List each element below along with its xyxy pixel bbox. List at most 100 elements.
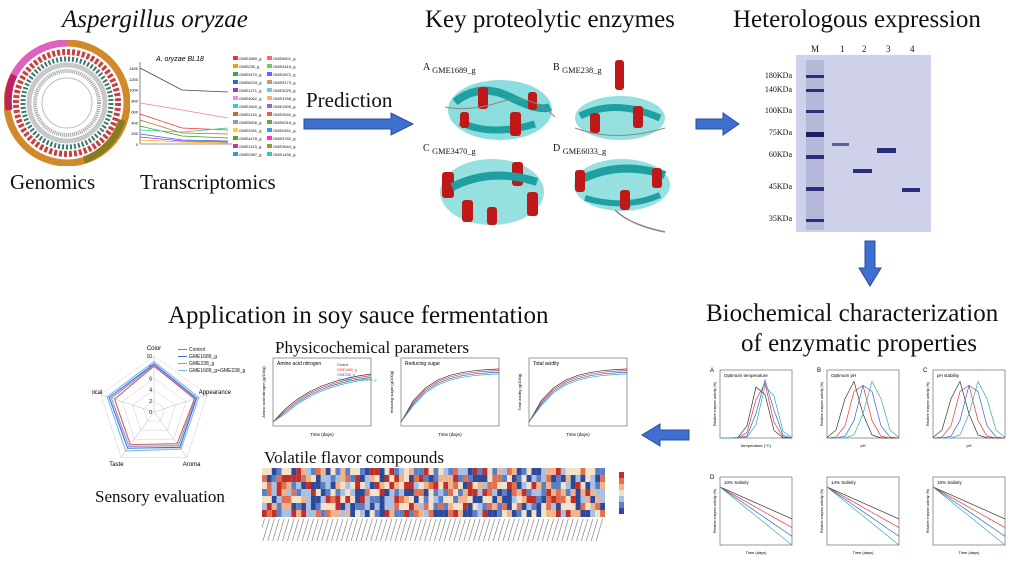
heatmap-cell: [433, 510, 439, 517]
heatmap-cell: [448, 496, 454, 503]
heatmap-cell: [271, 482, 277, 489]
heatmap-cell: [556, 489, 561, 496]
radar-series: [108, 363, 198, 449]
heatmap-xlabel-stub: [590, 518, 598, 542]
heatmap-cell: [389, 482, 395, 489]
heatmap-cell: [497, 496, 503, 503]
heatmap-cell: [286, 482, 292, 489]
heatmap-cell: [472, 496, 478, 503]
heatmap-cell: [418, 503, 424, 510]
heatmap-cell: [330, 489, 336, 496]
tx-ytick: 800: [131, 99, 138, 104]
heatmap-cell: [345, 468, 351, 475]
heatmap-cell: [438, 496, 444, 503]
heatmap-cell: [364, 475, 370, 482]
heatmap-cell: [443, 503, 449, 510]
heatmap-cell: [595, 510, 601, 517]
volatile-title: Volatile flavor compounds: [264, 448, 445, 467]
heatmap-cell: [580, 496, 586, 503]
heatmap-cell: [428, 489, 434, 496]
heatmap-cell: [369, 489, 375, 496]
heatmap-cell: [433, 468, 439, 475]
heatmap-xlabel-stub: [380, 518, 388, 542]
heatmap-cell: [511, 489, 517, 496]
panel-series: [826, 486, 900, 546]
heatmap-xlabel-stub: [296, 518, 304, 542]
heatmap-cell: [266, 475, 272, 482]
heatmap-xlabel-stub: [390, 518, 398, 542]
panel-ylabel: Relative enzyme activity (%): [926, 489, 930, 533]
heatmap-cell: [374, 496, 380, 503]
heatmap-cell: [580, 503, 586, 510]
heatmap-cell: [546, 510, 552, 517]
heatmap-cell: [325, 503, 331, 510]
heatmap-cell: [497, 489, 503, 496]
heatmap-cell: [516, 468, 522, 475]
heatmap-cell: [266, 489, 272, 496]
physchem-xlabel: Time (days): [566, 432, 590, 437]
heatmap-cell: [266, 510, 272, 517]
heatmap-cell: [521, 496, 527, 503]
tx-ytick: 1000: [129, 88, 139, 93]
heatmap-xlabel-stub: [458, 518, 466, 542]
heatmap-xlabel-stub: [443, 518, 451, 542]
heatmap-cell: [394, 489, 400, 496]
heatmap-cell: [315, 496, 321, 503]
heatmap-xlabel-stub: [522, 518, 530, 542]
heatmap-cell: [404, 468, 409, 475]
physchem-chart-title: Total acidity: [533, 361, 560, 367]
heatmap-cell: [546, 489, 552, 496]
heatmap-cell: [570, 503, 576, 510]
heatmap-cell: [546, 468, 552, 475]
heatmap-cell: [379, 475, 385, 482]
radar-axis-label: Color: [147, 346, 161, 352]
radar-grid: [143, 400, 165, 422]
tx-legend-item: GME3470_g: [233, 72, 261, 77]
heatmap-cell: [291, 510, 297, 517]
heatmap-cell: [394, 482, 400, 489]
heatmap-cell: [330, 503, 336, 510]
physchem-series: [528, 368, 628, 423]
panel-xlabel: Time (days): [853, 550, 875, 555]
heatmap-cell: [541, 468, 547, 475]
heatmap-cell: [384, 475, 390, 482]
radar-grid: [121, 378, 187, 440]
heatmap-cell: [487, 503, 493, 510]
heatmap-cell: [355, 468, 360, 475]
heatmap-cell: [477, 475, 483, 482]
heatmap-cell: [526, 475, 532, 482]
heatmap-cell: [536, 503, 542, 510]
heatmap-cell: [531, 489, 537, 496]
heatmap-cell: [418, 475, 424, 482]
heatmap-cell: [580, 489, 586, 496]
tx-legend-item: GME4788_g: [267, 96, 295, 101]
heatmap-cell: [271, 468, 277, 475]
heatmap-cell: [266, 503, 272, 510]
heatmap-cell: [262, 489, 267, 496]
heatmap-cell: [384, 489, 390, 496]
heatmap-cell: [600, 510, 605, 517]
heatmap-cell: [364, 482, 370, 489]
heatmap-xlabel-stub: [571, 518, 579, 542]
heatmap-cell: [360, 510, 365, 517]
heatmap-xlabel-stub: [586, 518, 594, 542]
heatmap-cell: [511, 468, 517, 475]
heatmap-cell: [404, 496, 409, 503]
panel-series: [826, 384, 900, 439]
heatmap-cell: [355, 475, 360, 482]
heatmap-cell: [482, 468, 488, 475]
sds-page-gel: [796, 55, 931, 232]
heatmap-cell: [467, 510, 473, 517]
heatmap-cell: [546, 496, 552, 503]
heatmap-cell: [580, 510, 586, 517]
heatmap-scale: [619, 490, 624, 496]
heatmap-cell: [453, 489, 458, 496]
heatmap-cell: [399, 496, 405, 503]
heatmap-cell: [595, 468, 601, 475]
radar-axis: [153, 411, 188, 458]
heatmap-cell: [585, 489, 591, 496]
heatmap-cell: [600, 482, 605, 489]
gel-marker-label: 180KDa: [764, 71, 792, 80]
heatmap-xlabel-stub: [453, 518, 461, 542]
heatmap-cell: [296, 482, 302, 489]
